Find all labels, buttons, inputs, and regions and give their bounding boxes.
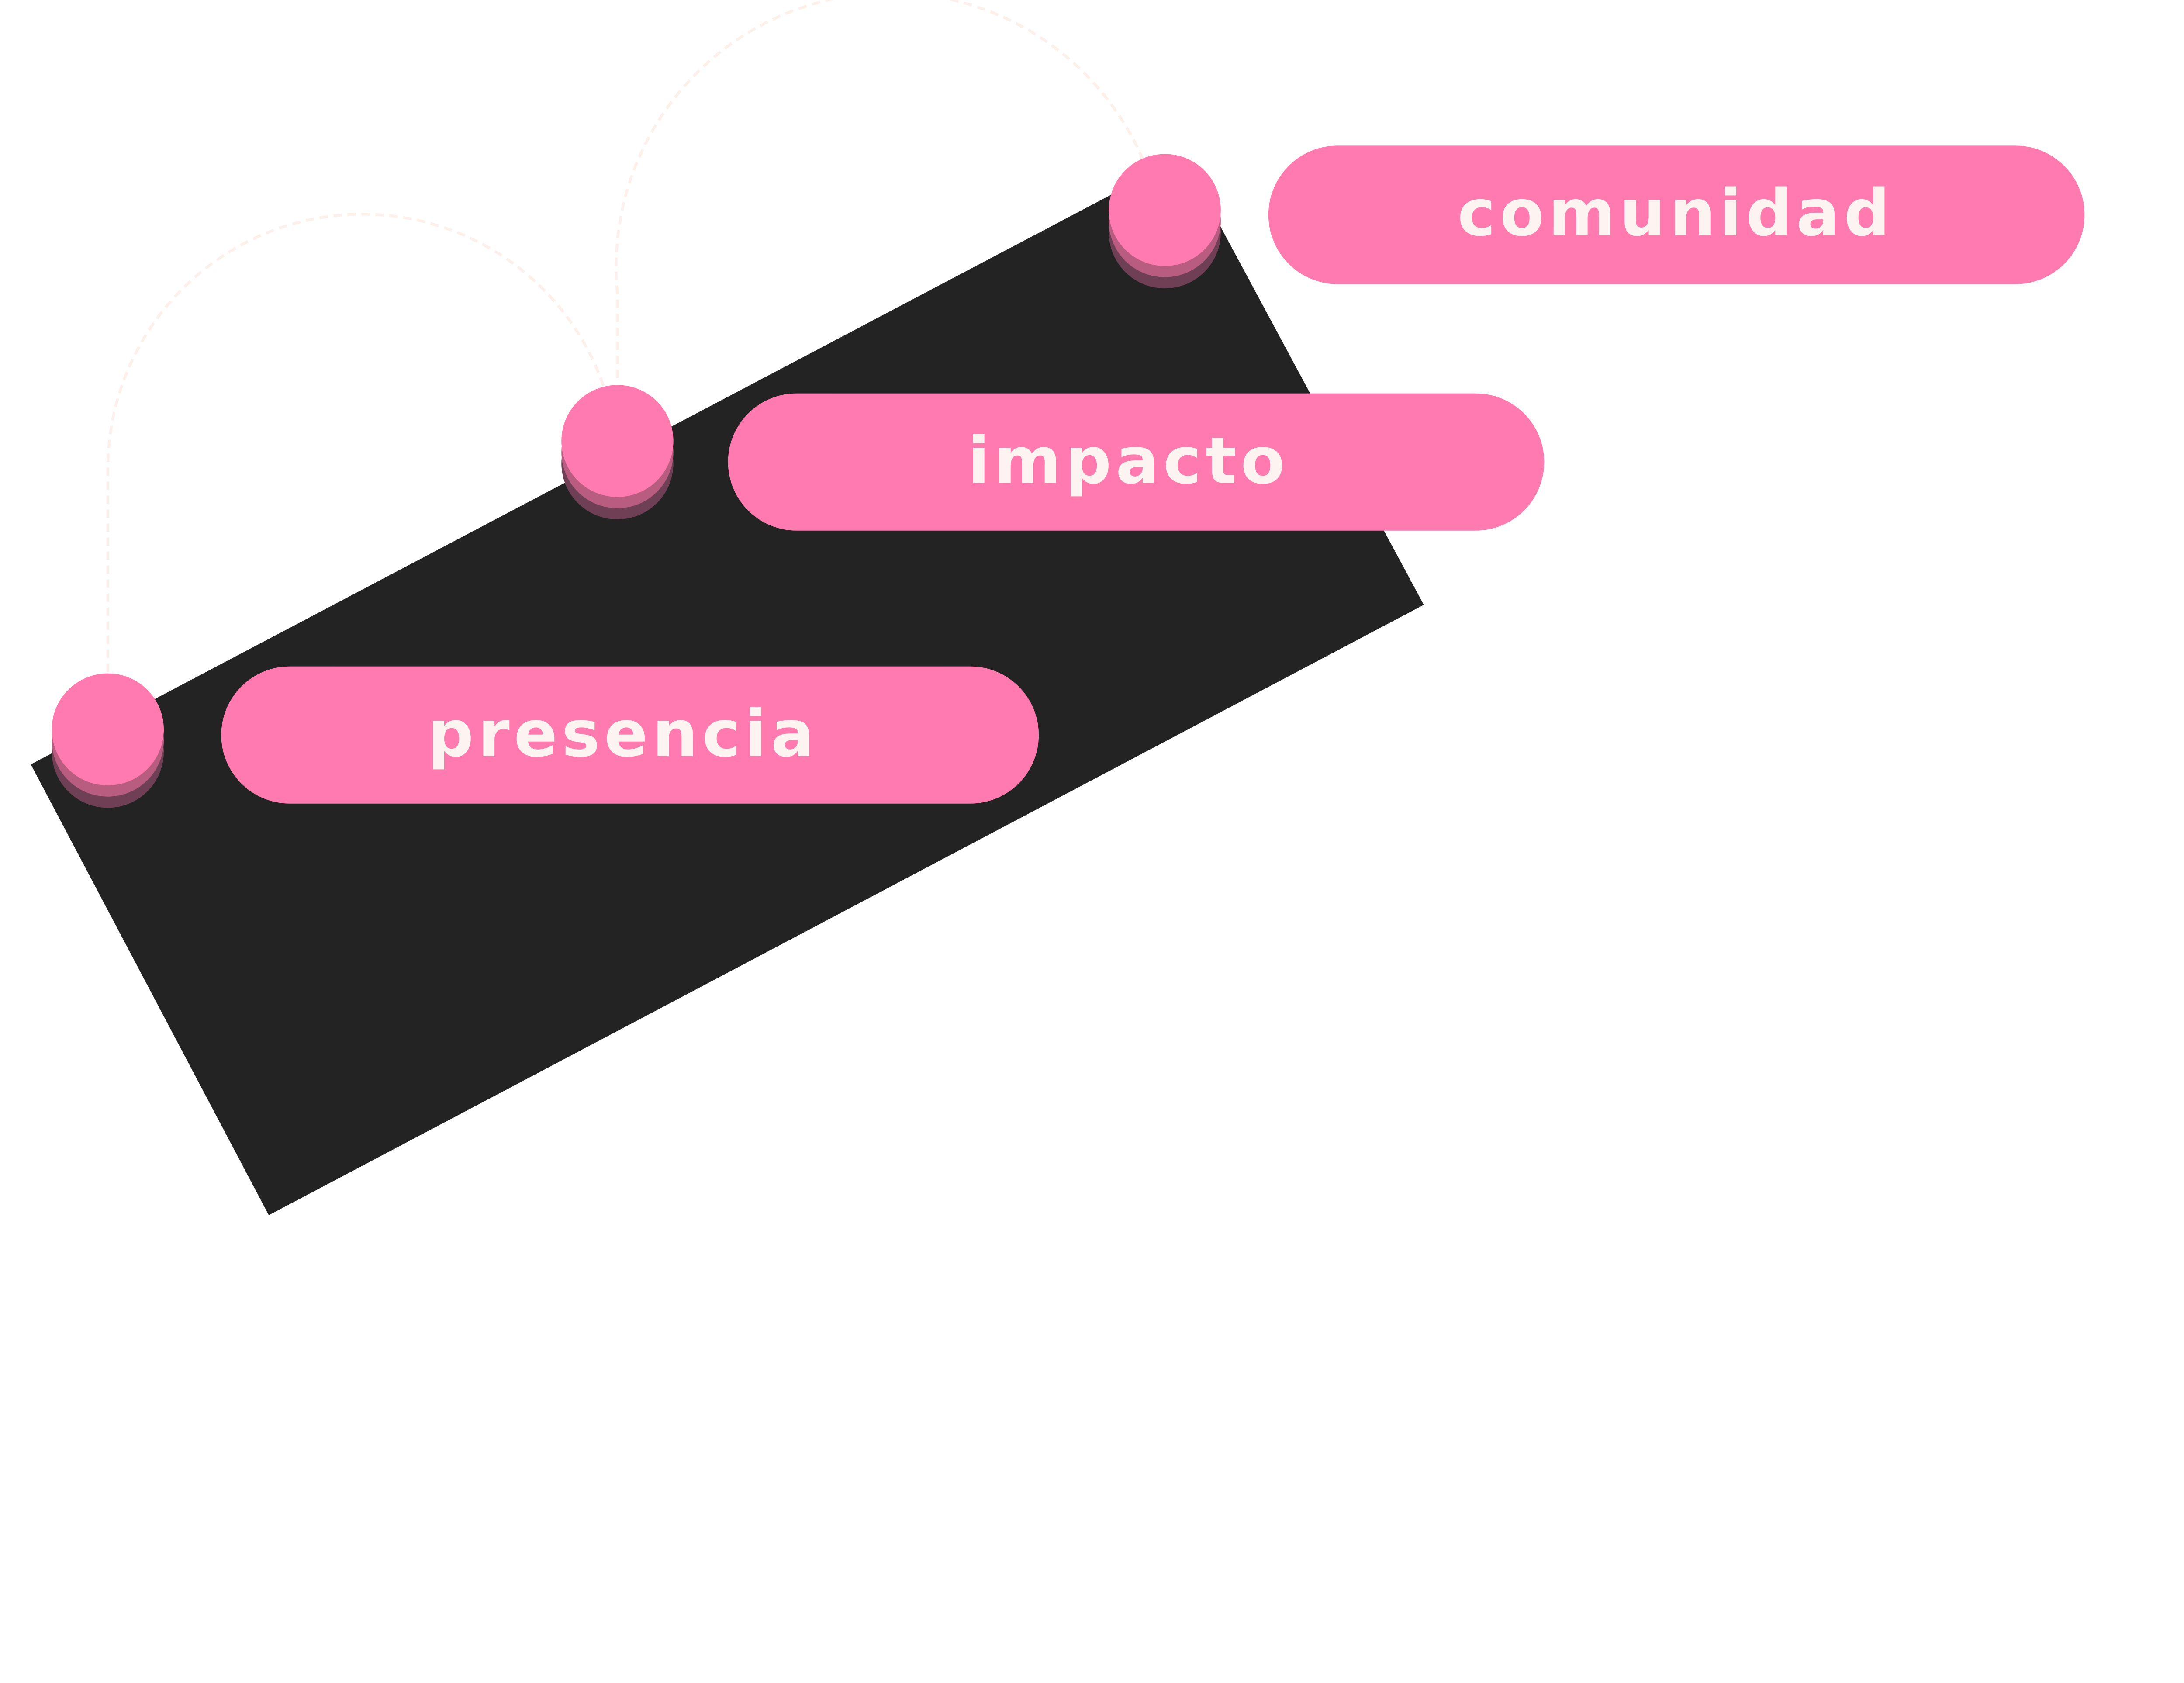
step-node-presencia	[52, 673, 164, 808]
pill-label: comunidad	[1458, 175, 1894, 250]
pill-label: impacto	[968, 423, 1289, 498]
node-circle	[561, 385, 674, 497]
node-circle	[52, 673, 164, 786]
diagram-canvas: presencia impacto comunidad	[31, 0, 2085, 1216]
pill-background	[221, 666, 1039, 804]
pill-presencia: presencia	[221, 666, 1039, 804]
node-circle	[1109, 154, 1221, 266]
dashed-connector-1	[106, 213, 619, 672]
pill-background	[1268, 145, 2085, 284]
step-node-impacto	[561, 385, 674, 520]
pill-impacto: impacto	[728, 393, 1545, 531]
dashed-connector-2	[615, 0, 1147, 378]
step-node-comunidad	[1109, 154, 1221, 289]
pill-background	[728, 393, 1545, 531]
pill-comunidad: comunidad	[1268, 145, 2085, 284]
pill-label: presencia	[428, 696, 819, 771]
